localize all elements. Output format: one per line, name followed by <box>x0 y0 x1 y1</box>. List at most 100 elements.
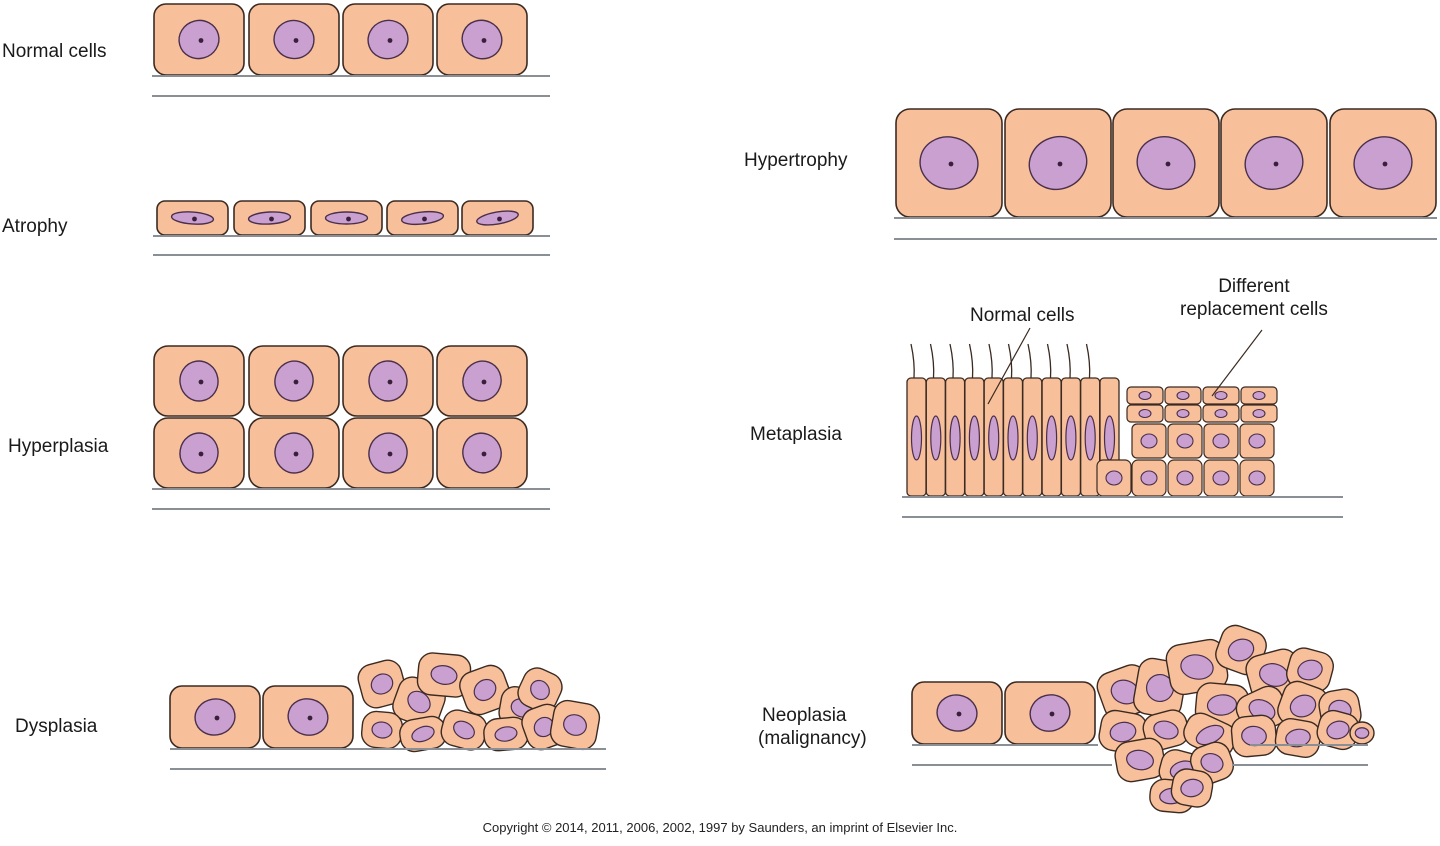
dysplasia-row <box>169 652 606 770</box>
nucleus <box>1214 408 1228 419</box>
nucleolus <box>192 216 197 222</box>
normal-cells-row <box>152 3 550 97</box>
nucleus <box>910 415 923 461</box>
nucleolus <box>422 216 427 222</box>
nucleus <box>1138 408 1152 419</box>
nucleus <box>1252 390 1266 401</box>
nucleus <box>1180 654 1214 680</box>
cilium <box>1027 343 1032 379</box>
nucleus <box>1153 720 1179 740</box>
nucleus <box>1180 778 1204 798</box>
nucleus <box>1214 390 1228 401</box>
label-neoplasia: Neoplasia (malignancy) <box>758 705 867 751</box>
hypertrophy-row <box>894 108 1437 240</box>
label-metaplasia: Metaplasia <box>750 424 842 445</box>
nucleolus <box>293 379 299 385</box>
cilium <box>949 343 954 379</box>
nucleus <box>1206 694 1238 716</box>
nucleus <box>370 673 394 695</box>
nucleus <box>1176 408 1190 419</box>
label-dysplasia: Dysplasia <box>15 716 98 737</box>
nucleus <box>1140 470 1158 486</box>
nucleolus <box>1382 161 1388 167</box>
nucleus <box>411 725 435 743</box>
nucleolus <box>387 379 393 385</box>
nucleus <box>1105 470 1123 486</box>
nucleus <box>371 721 393 739</box>
nucleus <box>1176 470 1194 486</box>
nucleus <box>949 415 961 461</box>
nucleus <box>1138 390 1152 401</box>
nucleus <box>1252 408 1266 419</box>
nucleus <box>1084 415 1096 461</box>
nucleus <box>1065 415 1077 461</box>
nucleolus <box>1049 711 1055 717</box>
nucleus <box>1212 470 1230 486</box>
nucleolus <box>293 451 299 457</box>
nucleus <box>494 726 518 742</box>
atrophy-row <box>153 200 550 256</box>
nucleus <box>1285 728 1311 748</box>
nucleus <box>530 679 550 701</box>
nucleolus <box>269 216 274 222</box>
nucleus <box>988 415 1000 461</box>
cilium <box>1046 343 1052 379</box>
nucleus <box>533 716 555 738</box>
nucleus <box>473 678 497 702</box>
nucleolus <box>198 379 204 385</box>
nucleus <box>453 720 475 740</box>
nucleolus <box>1273 161 1279 167</box>
nucleus <box>1140 433 1158 449</box>
cilium <box>968 343 974 379</box>
nucleus <box>1248 470 1266 486</box>
nucleolus <box>481 451 487 457</box>
neoplasia-row <box>911 624 1375 814</box>
nucleolus <box>387 38 393 43</box>
nucleus <box>407 690 431 714</box>
nucleolus <box>198 451 204 457</box>
label-normal-cells: Normal cells <box>2 41 107 62</box>
nucleus <box>1176 390 1190 401</box>
cilium <box>988 343 993 379</box>
nucleus <box>1354 727 1370 739</box>
nucleus <box>563 714 587 736</box>
nucleolus <box>1165 161 1171 167</box>
nucleus <box>930 415 942 461</box>
callout-different-line1: Different <box>1218 276 1290 297</box>
nucleus <box>1212 433 1230 449</box>
nucleus <box>968 415 981 461</box>
label-hyperplasia: Hyperplasia <box>8 436 109 457</box>
nucleus <box>1103 415 1116 461</box>
nucleolus <box>198 38 204 43</box>
nucleus <box>1326 720 1350 740</box>
nucleolus <box>293 38 299 43</box>
callout-different-cells: Different replacement cells <box>1180 276 1328 322</box>
cilium <box>929 343 935 379</box>
nucleolus <box>346 216 351 222</box>
nucleolus <box>948 161 954 167</box>
callout-leader-normal <box>987 327 1031 405</box>
nucleus <box>1297 659 1323 681</box>
nucleus <box>1126 749 1154 771</box>
callout-normal-cells: Normal cells <box>970 305 1075 326</box>
nucleus <box>1227 638 1255 662</box>
nucleolus <box>497 216 502 222</box>
nucleus <box>1200 753 1224 773</box>
nucleus <box>1248 433 1266 449</box>
cilium <box>1066 343 1071 379</box>
label-hypertrophy: Hypertrophy <box>744 150 848 171</box>
cilium <box>1085 343 1091 379</box>
nucleolus <box>481 379 487 385</box>
nucleolus <box>214 715 220 721</box>
nucleus <box>1007 415 1019 461</box>
callout-different-line2: replacement cells <box>1180 298 1328 320</box>
label-atrophy: Atrophy <box>2 216 68 237</box>
nucleolus <box>956 711 962 717</box>
hyperplasia-block <box>152 345 550 510</box>
nucleus <box>1109 721 1137 743</box>
cilium <box>910 343 915 379</box>
label-neoplasia-line1: Neoplasia <box>762 705 847 726</box>
callout-leader-different <box>1211 329 1263 397</box>
